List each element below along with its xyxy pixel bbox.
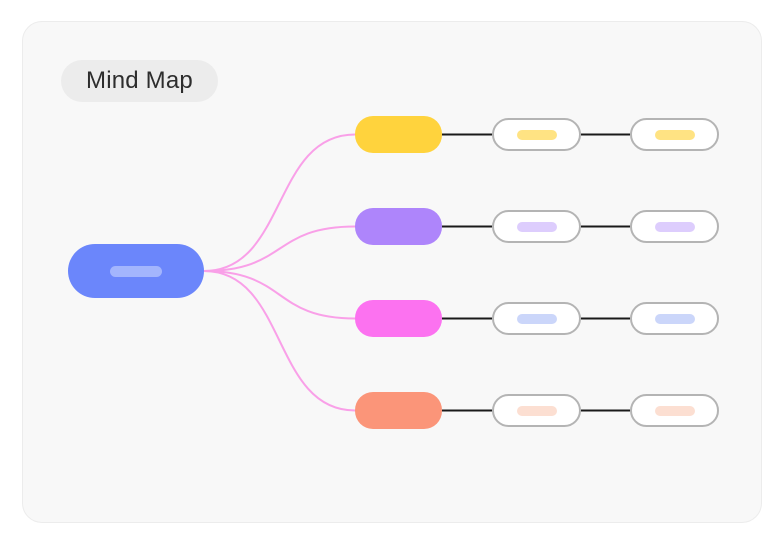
leaf-salmon-2[interactable] (630, 394, 719, 427)
root-node[interactable] (68, 244, 204, 298)
branch-purple[interactable] (355, 208, 442, 245)
page-title: Mind Map (86, 67, 193, 94)
leaf-magenta-1-bar (516, 313, 557, 324)
leaf-salmon-2-bar (654, 405, 695, 416)
root-connector-branch-salmon (203, 270, 356, 412)
leaf-magenta-2[interactable] (630, 302, 719, 335)
branch-salmon[interactable] (355, 392, 442, 429)
leaf-magenta-1[interactable] (492, 302, 581, 335)
leaf-purple-2-bar (654, 221, 695, 232)
leaf-yellow-2[interactable] (630, 118, 719, 151)
root-connector-branch-magenta (203, 270, 356, 320)
page-title-badge: Mind Map (61, 60, 218, 102)
leaf-salmon-1-bar (516, 405, 557, 416)
branch-magenta[interactable] (355, 300, 442, 337)
branch-yellow[interactable] (355, 116, 442, 153)
root-node-bar (110, 265, 162, 277)
root-connector-branch-yellow (203, 133, 356, 272)
leaf-salmon-1[interactable] (492, 394, 581, 427)
leaf-magenta-2-bar (654, 313, 695, 324)
leaf-purple-1-bar (516, 221, 557, 232)
leaf-yellow-1[interactable] (492, 118, 581, 151)
leaf-purple-1[interactable] (492, 210, 581, 243)
mindmap-canvas[interactable]: Mind Map (22, 21, 762, 523)
leaf-yellow-2-bar (654, 129, 695, 140)
leaf-yellow-1-bar (516, 129, 557, 140)
root-connector-branch-purple (203, 225, 356, 272)
leaf-purple-2[interactable] (630, 210, 719, 243)
